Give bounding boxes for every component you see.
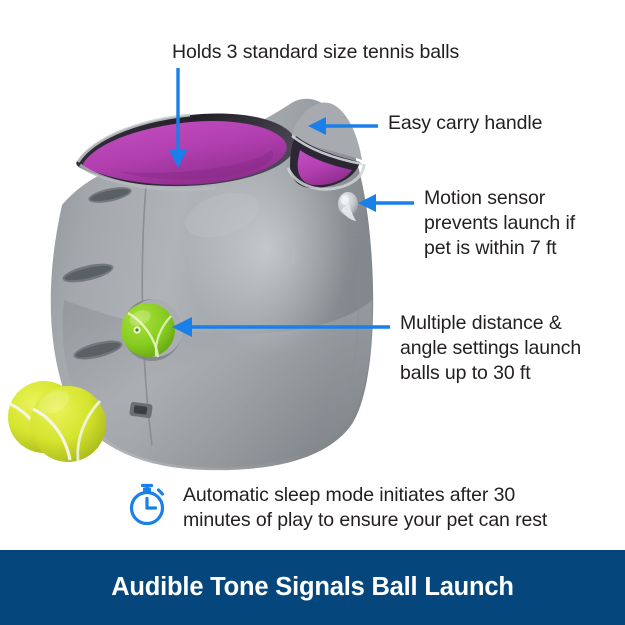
arrow-holds-balls <box>169 68 187 168</box>
callout-arrows <box>169 68 414 337</box>
sleep-mode-feature: Automatic sleep mode initiates after 30 … <box>126 478 606 533</box>
stopwatch-icon <box>126 480 170 528</box>
banner-title: Audible Tone Signals Ball Launch <box>111 573 514 601</box>
motion-sensor-lens <box>338 192 358 221</box>
callout-holds-balls: Holds 3 standard size tennis balls <box>172 41 460 63</box>
sleep-mode-text: Automatic sleep mode initiates after 30 … <box>183 484 548 531</box>
callout-distance-settings: Multiple distance & angle settings launc… <box>400 312 582 384</box>
callout-carry-handle: Easy carry handle <box>388 112 543 134</box>
bottom-banner: Audible Tone Signals Ball Launch <box>0 550 625 625</box>
arrow-motion-sensor <box>358 194 414 212</box>
loose-tennis-ball <box>8 381 106 462</box>
power-port <box>129 401 153 419</box>
callout-motion-sensor: Motion sensor prevents launch if pet is … <box>424 187 576 259</box>
product-illustration <box>8 68 414 471</box>
arrow-carry-handle <box>308 117 378 135</box>
carry-handle-cutout <box>286 102 366 191</box>
arrow-settings-dial <box>172 317 390 337</box>
side-vents <box>62 187 132 360</box>
settings-dial[interactable] <box>121 299 183 361</box>
product-artwork <box>8 68 414 471</box>
